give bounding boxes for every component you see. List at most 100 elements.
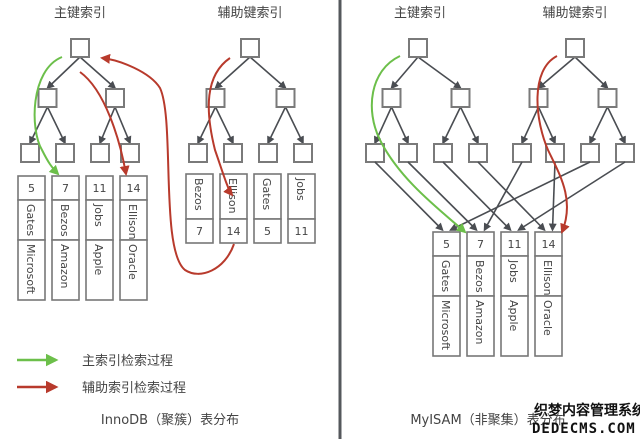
myisam-caption: MyISAM（非聚集）表分布 [410, 412, 565, 428]
innodb-primary-tree-edge [29, 106, 49, 145]
row-company: Oracle [541, 300, 554, 336]
name-cell [17, 199, 46, 241]
innodb-secondary-tree-edge [214, 56, 251, 90]
innodb-secondary-tree-edge [267, 106, 287, 145]
innodb-caption: InnoDB（聚簇）表分布 [101, 413, 239, 428]
legend: 主索引检索过程 辅助索引检索过程 [17, 353, 186, 396]
id-cell [85, 175, 114, 201]
myisam-secondary-tree-edge [589, 106, 609, 145]
row-pk: 11 [295, 225, 309, 238]
primary-pointer-edge [442, 161, 512, 232]
name-cell [85, 199, 114, 241]
row-name: Jobs [507, 259, 520, 283]
innodb-secondary-tree-edge [284, 106, 304, 145]
company-cell [85, 239, 114, 301]
name-cell [534, 255, 563, 297]
myisam-primary-title: 主键索引 [394, 6, 446, 21]
id-cell [51, 175, 80, 201]
innodb-primary-inner-node [105, 88, 125, 108]
innodb-primary-tree-edge [79, 56, 117, 90]
innodb-primary-leaf-node [55, 143, 75, 163]
myisam-primary-tree-edge [390, 56, 419, 90]
secondary-pointer-edge [548, 161, 557, 232]
legend-label-secondary: 辅助索引检索过程 [82, 381, 186, 396]
innodb-primary-leaf-node [20, 143, 40, 163]
innodb-secondary-lookup-path-1 [79, 71, 130, 176]
row-company: Amazon [58, 244, 71, 288]
row-name: Ellison [126, 204, 139, 240]
legend-label-primary: 主索引检索过程 [82, 354, 173, 369]
id-cell [432, 231, 461, 257]
row-company: Apple [507, 300, 520, 332]
company-cell [17, 239, 46, 301]
innodb-primary-tree-edge [46, 56, 81, 90]
innodb-primary-leaf-node [90, 143, 110, 163]
innodb-primary-tree-edge [98, 106, 116, 145]
row-id: 5 [443, 238, 450, 251]
row-name: Ellison [541, 260, 554, 296]
id-cell [534, 231, 563, 257]
row-name: Bezos [192, 178, 205, 211]
btree-nodes [20, 38, 635, 163]
myisam-secondary-tree-edge [521, 106, 540, 145]
myisam-primary-tree-edge [374, 106, 393, 145]
company-cell [466, 295, 495, 357]
myisam-primary-search-path [370, 55, 467, 234]
innodb-back-to-primary-path [100, 53, 235, 275]
row-name: Gates [24, 204, 37, 236]
innodb-primary-title: 主键索引 [54, 6, 106, 21]
myisam-secondary-inner-node [597, 88, 618, 108]
row-company: Microsoft [439, 300, 452, 351]
myisam-primary-leaf-node [398, 143, 418, 163]
row-name: Bezos [58, 204, 71, 237]
row-pk: 5 [264, 225, 271, 238]
watermark-line1: 织梦内容管理系统 [534, 402, 640, 419]
innodb-secondary-row: Gates 5 [253, 173, 282, 244]
row-name: Bezos [473, 260, 486, 293]
innodb-secondary-leaf-node [293, 143, 313, 163]
myisam-secondary-search-path [536, 55, 570, 234]
innodb-secondary-tree-edge [197, 106, 217, 145]
row-name: Jobs [92, 203, 105, 227]
myisam-primary-tree-edge [417, 56, 462, 89]
row-name: Ellison [226, 178, 239, 214]
name-cell [500, 255, 529, 297]
row-company: Amazon [473, 300, 486, 344]
row-id: 14 [127, 182, 141, 195]
innodb-primary-tree-edge [114, 106, 132, 145]
row-id: 11 [508, 238, 522, 251]
myisam-primary-leaf-node [468, 143, 488, 163]
innodb-primary-table: 5GatesMicrosoft7BezosAmazon11JobsApple14… [17, 175, 148, 301]
row-id: 7 [477, 238, 484, 251]
myisam-pointer-edges [374, 161, 626, 232]
myisam-primary-leaf-node [433, 143, 453, 163]
row-name: Gates [439, 260, 452, 292]
row-company: Oracle [126, 244, 139, 280]
pk-cell [219, 218, 248, 244]
name-cell [185, 173, 214, 220]
row-id: 11 [93, 182, 107, 195]
row-name: Gates [260, 178, 273, 210]
pk-cell [287, 218, 316, 244]
watermark-line2: DEDECMS.COM [532, 421, 636, 437]
company-cell [534, 295, 563, 357]
myisam-primary-inner-node [381, 88, 402, 108]
innodb-primary-root-node [70, 38, 90, 58]
primary-pointer-edge [477, 161, 546, 232]
name-cell [119, 199, 148, 241]
innodb-secondary-tree-edge [249, 56, 287, 90]
name-cell [287, 173, 316, 220]
secondary-pointer-edge [483, 161, 523, 232]
secondary-pointer-edge [517, 161, 626, 231]
company-cell [432, 295, 461, 357]
myisam-secondary-leaf-node [615, 143, 635, 163]
innodb-secondary-leaf-node [258, 143, 278, 163]
innodb-secondary-inner-node [275, 88, 296, 108]
